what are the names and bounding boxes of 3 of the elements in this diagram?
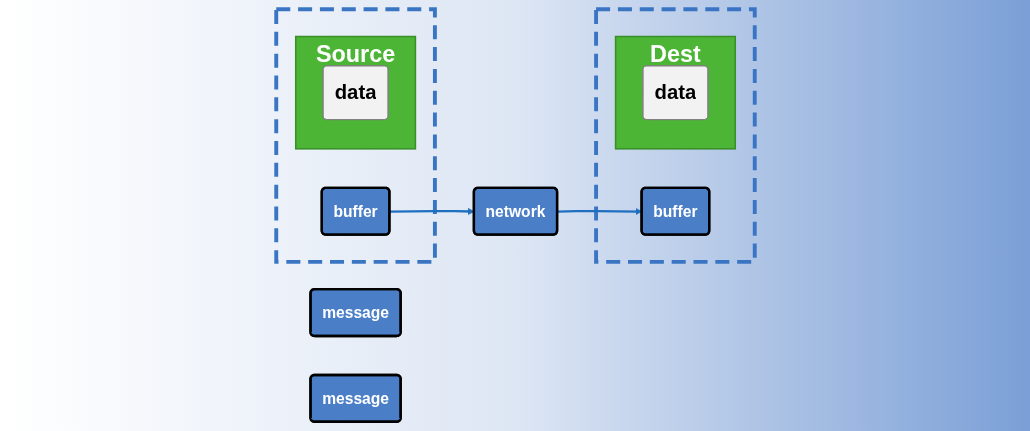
cluster <box>593 7 757 264</box>
arrow <box>556 208 642 215</box>
cluster <box>273 7 437 264</box>
